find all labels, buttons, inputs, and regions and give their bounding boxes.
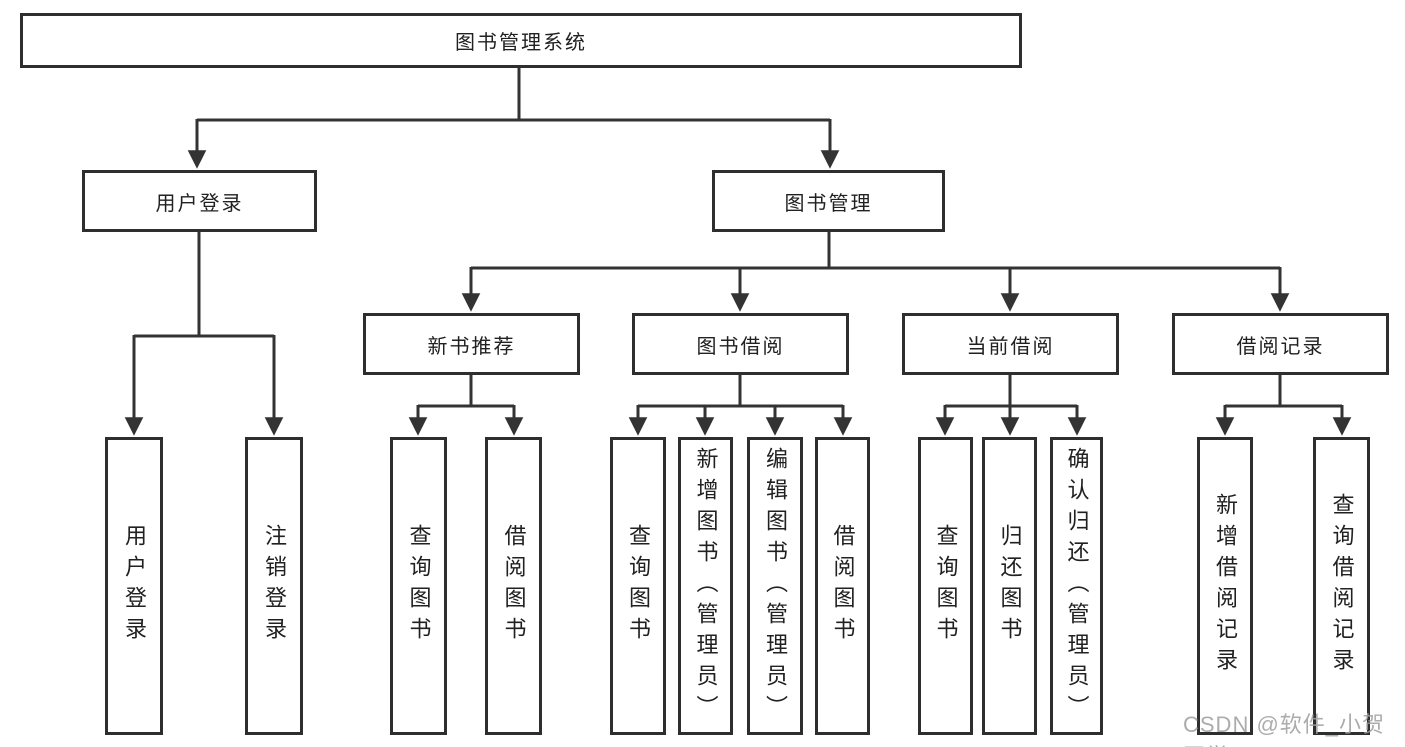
node-book-borrowing: 图书借阅 <box>632 313 849 375</box>
leaf-borrow-books-recommend: 借阅图书 <box>485 437 542 735</box>
connector-root-to-level2 <box>187 68 840 169</box>
node-current-borrowing: 当前借阅 <box>902 313 1119 375</box>
node-library-management-system: 图书管理系统 <box>20 13 1022 68</box>
leaf-query-books-current: 查询图书 <box>918 437 973 735</box>
leaf-user-login: 用户登录 <box>105 437 163 735</box>
connector-new-book-branch <box>408 375 524 436</box>
node-new-book-recommendation: 新书推荐 <box>363 313 580 375</box>
connector-borrowing-records-branch <box>1215 375 1352 436</box>
leaf-return-book: 归还图书 <box>982 437 1037 735</box>
leaf-add-book-admin: 新增图书（管理员） <box>678 437 733 735</box>
csdn-watermark: CSDN @软件_小贺同学 <box>1183 712 1386 747</box>
node-borrowing-records: 借阅记录 <box>1172 313 1389 375</box>
connector-book-management-branch <box>461 232 1290 312</box>
leaf-query-borrow-record: 查询借阅记录 <box>1313 437 1370 735</box>
leaf-query-books-borrowing: 查询图书 <box>610 437 666 735</box>
leaf-borrow-books-borrowing: 借阅图书 <box>815 437 870 735</box>
connector-user-login-branch <box>124 232 284 436</box>
leaf-logout: 注销登录 <box>245 437 303 735</box>
connector-current-borrowing-branch <box>935 375 1087 436</box>
leaf-confirm-return-admin: 确认归还（管理员） <box>1050 437 1103 735</box>
connector-book-borrowing-branch <box>628 375 853 436</box>
leaf-query-books-recommend: 查询图书 <box>390 437 447 735</box>
leaf-add-borrow-record: 新增借阅记录 <box>1197 437 1253 735</box>
node-book-management: 图书管理 <box>712 170 945 232</box>
node-user-login: 用户登录 <box>82 170 317 232</box>
leaf-edit-book-admin: 编辑图书（管理员） <box>747 437 803 735</box>
